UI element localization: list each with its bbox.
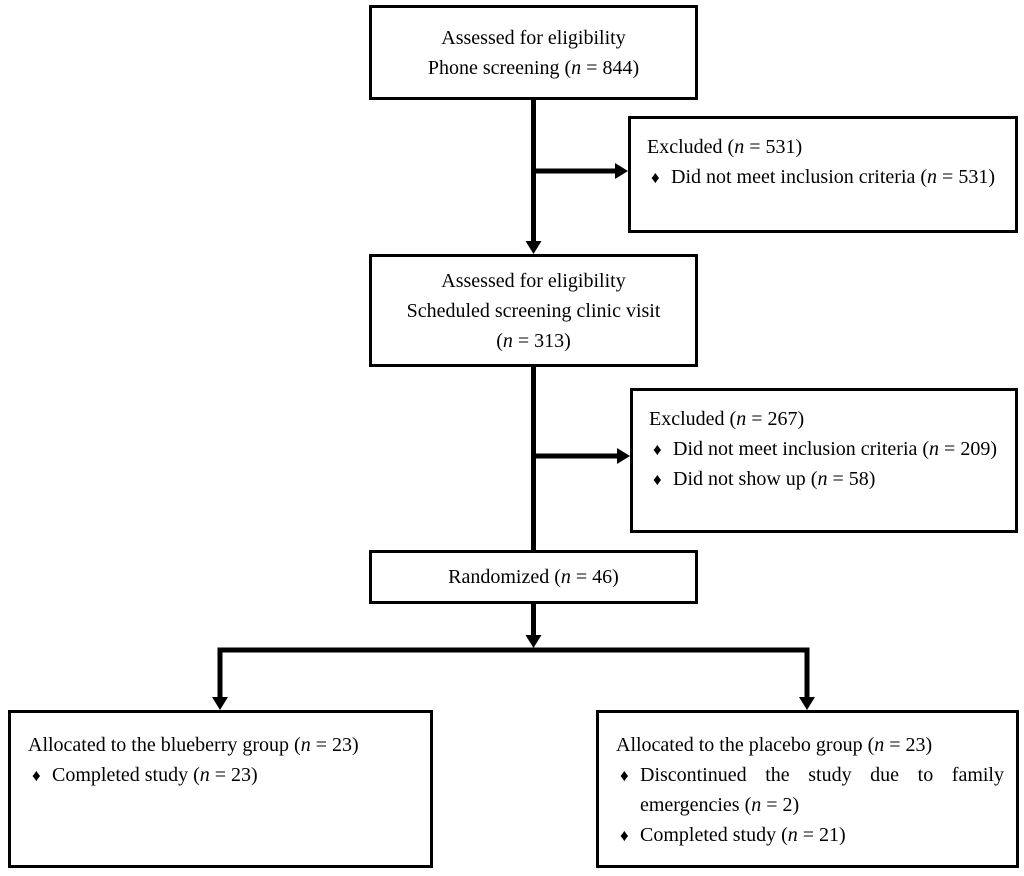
arrow-to-placebo: [799, 650, 815, 710]
arrow-phone-to-clinic: [525, 100, 542, 254]
box-title: Excluded (n = 531): [647, 136, 803, 158]
box-eligibility-clinic: Assessed for eligibility Scheduled scree…: [369, 254, 698, 367]
box-randomized: Randomized (n = 46): [369, 550, 698, 604]
list-item: ♦ Completed study (n = 21): [616, 820, 1004, 850]
list-item-text: Did not show up (n = 58): [673, 468, 876, 490]
box-line: Assessed for eligibility: [441, 26, 626, 49]
arrow-to-excluded-clinic: [533, 448, 630, 464]
list-item: ♦ Discontinued the study due to family e…: [616, 760, 1004, 820]
box-title: Excluded (n = 267): [649, 408, 805, 430]
list-item-text: Did not meet inclusion criteria (n = 209…: [673, 438, 997, 460]
list-item-text: Did not meet inclusion criteria (n = 531…: [671, 166, 995, 188]
diamond-bullet-icon: ♦: [620, 766, 629, 785]
diamond-bullet-icon: ♦: [620, 826, 629, 845]
outcomes-list: ♦ Completed study (n = 23): [28, 760, 418, 790]
arrow-to-excluded-phone: [533, 163, 628, 179]
outcomes-list: ♦ Discontinued the study due to family e…: [616, 760, 1004, 850]
box-line: Randomized (n = 46): [448, 566, 619, 588]
exclusion-reasons-list: ♦ Did not meet inclusion criteria (n = 2…: [649, 434, 1005, 494]
diamond-bullet-icon: ♦: [651, 168, 660, 187]
list-item: ♦ Did not show up (n = 58): [649, 464, 1005, 494]
diamond-bullet-icon: ♦: [653, 440, 662, 459]
list-item-text: Completed study (n = 23): [52, 764, 258, 786]
list-item-text: Discontinued the study due to family eme…: [640, 764, 1004, 816]
box-title: Allocated to the blueberry group (n = 23…: [28, 734, 359, 756]
list-item-text: Completed study (n = 21): [640, 824, 846, 846]
box-eligibility-phone: Assessed for eligibility Phone screening…: [369, 5, 698, 100]
box-line: (n = 313): [496, 329, 571, 352]
arrow-randomized-to-branch: [525, 604, 542, 648]
list-item: ♦ Completed study (n = 23): [28, 760, 418, 790]
box-line: Assessed for eligibility: [441, 269, 626, 292]
diamond-bullet-icon: ♦: [653, 470, 662, 489]
list-item: ♦ Did not meet inclusion criteria (n = 5…: [647, 162, 1005, 192]
box-excluded-clinic: Excluded (n = 267) ♦ Did not meet inclus…: [630, 388, 1018, 533]
box-excluded-phone: Excluded (n = 531) ♦ Did not meet inclus…: [628, 116, 1018, 233]
list-item: ♦ Did not meet inclusion criteria (n = 2…: [649, 434, 1005, 464]
arrow-to-blueberry: [212, 650, 228, 710]
box-placebo-group: Allocated to the placebo group (n = 23) …: [596, 710, 1019, 868]
box-title: Allocated to the placebo group (n = 23): [616, 734, 933, 756]
exclusion-reasons-list: ♦ Did not meet inclusion criteria (n = 5…: [647, 162, 1005, 192]
box-line: Scheduled screening clinic visit: [406, 299, 661, 322]
box-blueberry-group: Allocated to the blueberry group (n = 23…: [8, 710, 433, 868]
box-line: Phone screening (n = 844): [427, 56, 640, 79]
diamond-bullet-icon: ♦: [32, 766, 41, 785]
